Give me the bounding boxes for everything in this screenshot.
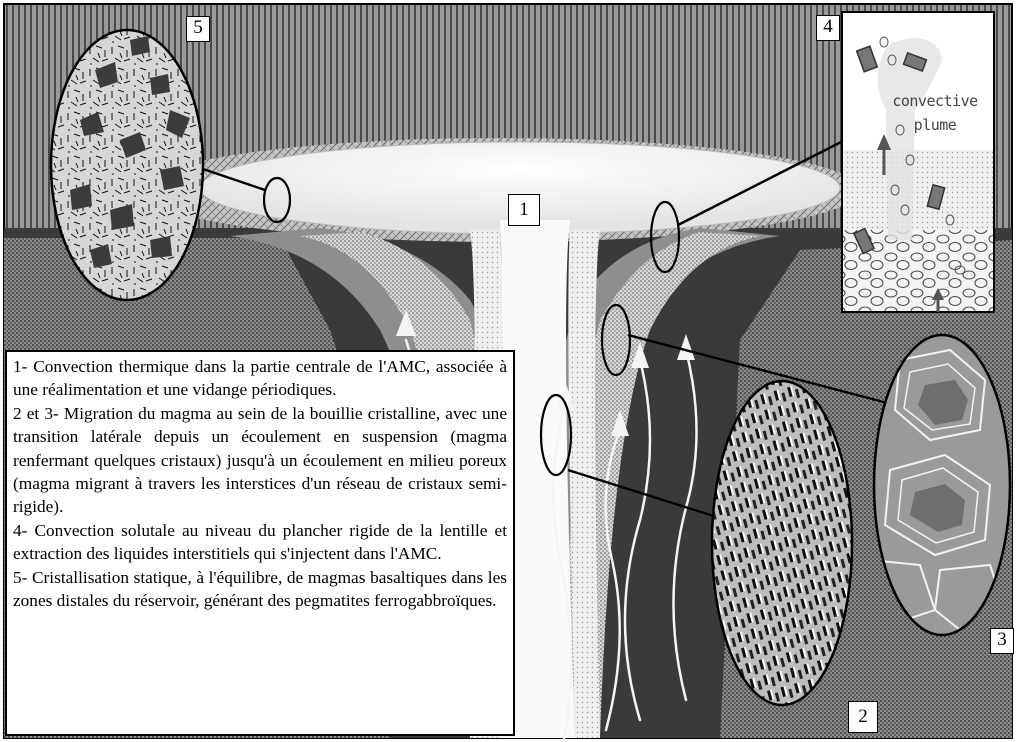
- label-1: 1: [508, 194, 540, 226]
- inset-5-static-crystallization: [49, 28, 205, 302]
- legend-caption-box: 1- Convection thermique dans la partie c…: [5, 350, 515, 736]
- convective-plume-text: convective plume: [880, 89, 990, 137]
- inset-2-crystal-suspension: [710, 379, 854, 707]
- plume-text-line1: convective: [892, 92, 978, 110]
- flow-lines: [404, 338, 698, 742]
- inset-4-convective-plume: [841, 11, 995, 313]
- melt-lens: [200, 142, 840, 234]
- inset-3-zoned-crystal-network: [872, 333, 1012, 637]
- label-3: 3: [990, 628, 1014, 654]
- caption-item-1: 1- Convection thermique dans la partie c…: [13, 357, 507, 400]
- caption-item-4: 4- Convection solutale au niveau du plan…: [13, 520, 507, 564]
- feeder-conduit: [495, 220, 575, 738]
- label-5: 5: [186, 16, 210, 42]
- caption-item-5: 5- Cristallisation statique, à l'équilib…: [13, 567, 507, 611]
- caption-item-2-3: 2 et 3- Migration du magma au sein de la…: [13, 403, 507, 517]
- sample-markers: [262, 176, 681, 477]
- label-4: 4: [816, 15, 840, 41]
- plume-text-line2: plume: [913, 116, 957, 134]
- right-inner-zone: [560, 232, 760, 738]
- label-2: 2: [848, 701, 878, 733]
- leader-lines: [199, 138, 896, 520]
- flow-arrowheads: [396, 310, 695, 436]
